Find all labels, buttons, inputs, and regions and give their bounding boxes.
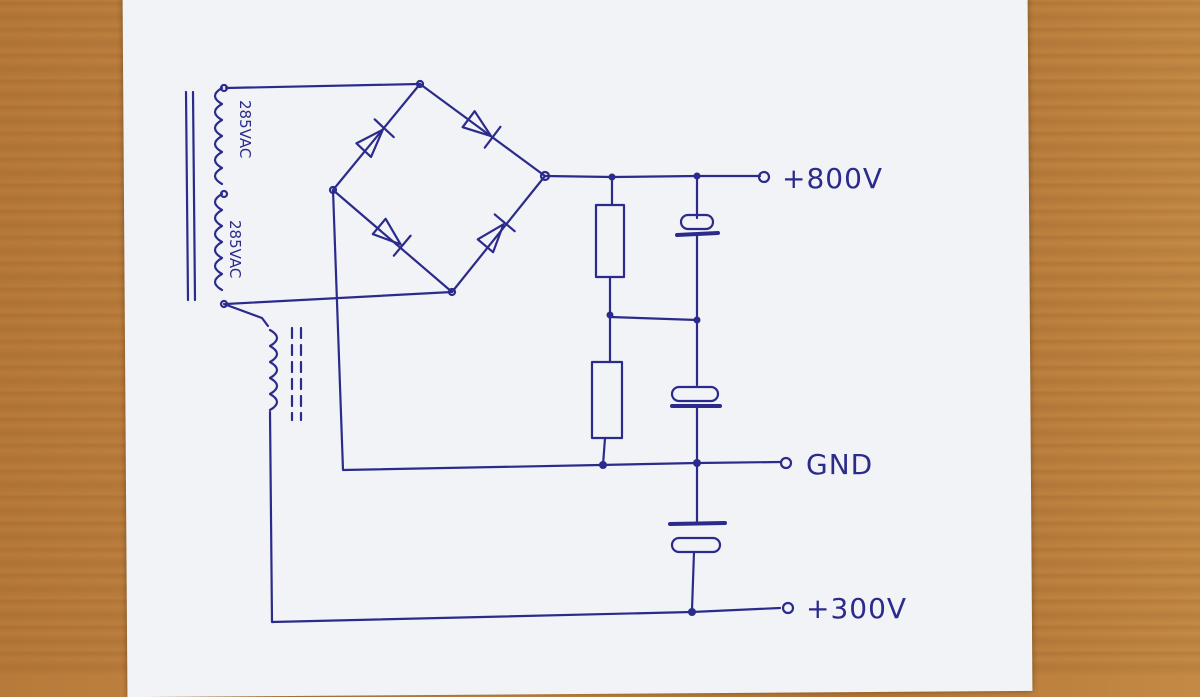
- capacitor-lower: [668, 521, 727, 554]
- label-ground: GND: [806, 448, 873, 481]
- capacitor-upper: [675, 213, 720, 237]
- capacitor-middle: [670, 385, 722, 408]
- transformer-core: [184, 90, 197, 302]
- circuit-schematic: 285VAC 285VAC: [184, 79, 907, 625]
- terminal-low: [781, 601, 795, 615]
- bridge-rectifier: [328, 79, 551, 297]
- diode-4: [476, 213, 516, 254]
- resistor-upper: [594, 203, 626, 279]
- wire-top: [224, 82, 422, 90]
- terminal-ground: [779, 456, 793, 470]
- diode-3: [371, 217, 412, 257]
- label-positive-high: +800V: [782, 162, 883, 195]
- wire-to-choke: [222, 302, 270, 328]
- lower-winding-label: 285VAC: [226, 220, 244, 278]
- wire-return: [331, 188, 602, 472]
- label-positive-low: +300V: [806, 592, 907, 625]
- wire-low: [268, 410, 782, 624]
- transformer-secondary-winding: [213, 83, 229, 309]
- upper-winding-label: 285VAC: [236, 100, 254, 158]
- resistor-lower: [590, 360, 624, 440]
- terminal-high: [757, 170, 771, 184]
- wire-bottom: [224, 290, 454, 306]
- rail-ground: [598, 460, 782, 467]
- diode-2: [461, 110, 502, 149]
- choke-inductor: [268, 326, 303, 422]
- rail-high: [543, 174, 762, 179]
- diode-1: [355, 118, 395, 159]
